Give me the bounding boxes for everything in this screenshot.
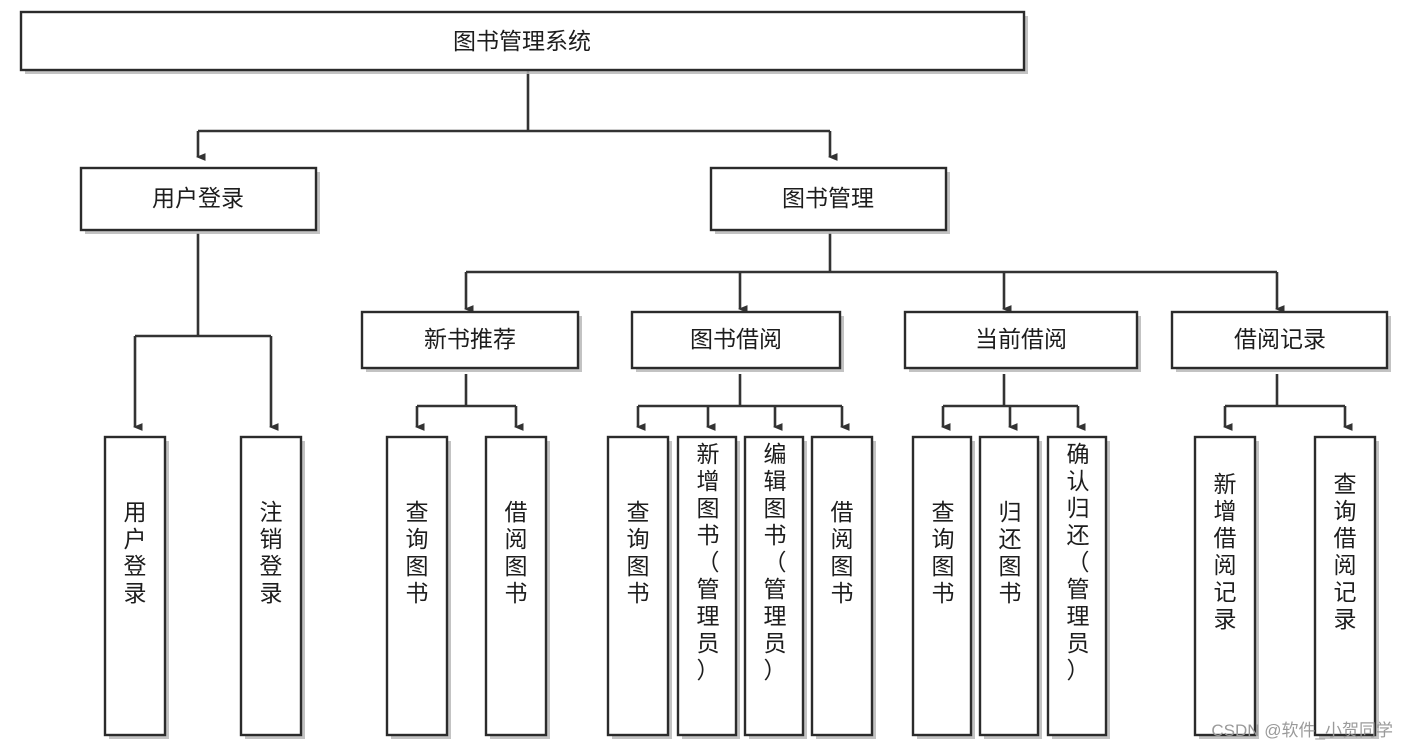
node-borrow-label: 图书借阅 [690, 326, 782, 352]
node-leaf9-label: 查询图书 [932, 499, 955, 606]
node-leaf12[interactable]: 新增借阅记录 [1193, 435, 1259, 739]
node-newbook-box[interactable] [360, 310, 580, 370]
node-leaf8[interactable]: 借阅图书 [810, 435, 876, 739]
node-leaf1[interactable]: 用户登录 [103, 435, 169, 739]
node-records-box[interactable] [1170, 310, 1389, 370]
node-leaf11[interactable]: 确认归还（管理员） [1046, 435, 1110, 739]
node-leaf3[interactable]: 查询图书 [385, 435, 451, 739]
connector-group-borrow-to-leaves [635, 374, 850, 431]
node-newbook[interactable]: 新书推荐 [360, 310, 582, 372]
node-leaf11-label: 确认归还（管理员） [1067, 441, 1090, 683]
node-login[interactable]: 用户登录 [79, 166, 320, 234]
node-leaf13[interactable]: 查询借阅记录 [1313, 435, 1379, 739]
node-leaf11-box[interactable] [1046, 435, 1108, 737]
node-leaf5[interactable]: 查询图书 [606, 435, 672, 739]
node-borrow[interactable]: 图书借阅 [630, 310, 844, 372]
node-leaf6[interactable]: 新增图书（管理员） [676, 435, 740, 739]
node-root[interactable]: 图书管理系统 [19, 10, 1028, 74]
connector-group-newbook-to-leaves [414, 374, 524, 431]
node-current-label: 当前借阅 [975, 326, 1067, 352]
node-leaf8-box[interactable] [810, 435, 874, 737]
node-current[interactable]: 当前借阅 [903, 310, 1141, 372]
node-login-box[interactable] [79, 166, 318, 232]
node-leaf10-box[interactable] [978, 435, 1040, 737]
node-leaf12-box[interactable] [1193, 435, 1257, 737]
node-leaf2[interactable]: 注销登录 [239, 435, 305, 739]
node-leaf7[interactable]: 编辑图书（管理员） [743, 435, 807, 739]
connector-group-current-to-leaves [940, 374, 1086, 431]
node-leaf2-box[interactable] [239, 435, 303, 737]
node-leaf7-label: 编辑图书（管理员） [764, 441, 787, 683]
node-leaf6-box[interactable] [676, 435, 738, 737]
connector-group-records-to-leaves [1222, 374, 1353, 431]
node-leaf1-box[interactable] [103, 435, 167, 737]
node-current-box[interactable] [903, 310, 1139, 370]
node-leaf4-box[interactable] [484, 435, 548, 737]
node-leaf13-box[interactable] [1313, 435, 1377, 737]
node-leaf7-box[interactable] [743, 435, 805, 737]
connector-group-bookmgmt-to-level3 [463, 233, 1285, 313]
node-leaf6-label: 新增图书（管理员） [697, 441, 720, 683]
node-leaf3-box[interactable] [385, 435, 449, 737]
node-leaf12-label: 新增借阅记录 [1214, 471, 1237, 632]
node-bookmgmt-box[interactable] [709, 166, 948, 232]
node-leaf4[interactable]: 借阅图书 [484, 435, 550, 739]
connector-group-login-to-leaves [132, 233, 279, 431]
node-leaf9-box[interactable] [911, 435, 973, 737]
node-bookmgmt-label: 图书管理 [782, 185, 874, 211]
node-records-label: 借阅记录 [1234, 326, 1326, 352]
node-leaf5-box[interactable] [606, 435, 670, 737]
node-leaf10-label: 归还图书 [999, 499, 1022, 606]
node-leaf10[interactable]: 归还图书 [978, 435, 1042, 739]
node-leaf2-label: 注销登录 [260, 499, 283, 606]
node-root-box[interactable] [19, 10, 1026, 72]
node-records[interactable]: 借阅记录 [1170, 310, 1391, 372]
node-login-label: 用户登录 [152, 185, 244, 211]
node-leaf1-label: 用户登录 [124, 499, 147, 606]
node-root-label: 图书管理系统 [453, 28, 591, 54]
node-leaf5-label: 查询图书 [627, 499, 650, 606]
connector-group-root-to-level2 [195, 71, 838, 161]
node-newbook-label: 新书推荐 [424, 326, 516, 352]
csdn-watermark: CSDN @软件_小贺同学 [1211, 721, 1393, 740]
node-leaf4-label: 借阅图书 [505, 499, 528, 606]
node-leaf13-label: 查询借阅记录 [1334, 471, 1357, 632]
node-bookmgmt[interactable]: 图书管理 [709, 166, 950, 234]
node-leaf8-label: 借阅图书 [831, 499, 854, 606]
node-leaf3-label: 查询图书 [406, 499, 429, 606]
node-leaf9[interactable]: 查询图书 [911, 435, 975, 739]
node-borrow-box[interactable] [630, 310, 842, 370]
